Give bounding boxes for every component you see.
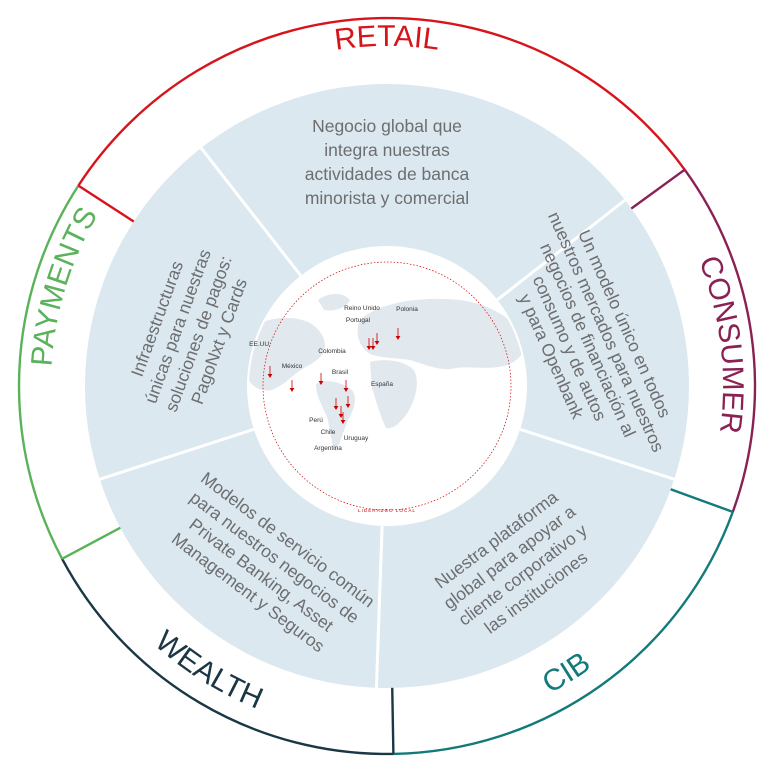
inner-divider-4 bbox=[374, 525, 384, 689]
retail-description-line: integra nuestras bbox=[324, 140, 450, 160]
country-label: Reino Unido bbox=[344, 305, 380, 312]
map-africa bbox=[370, 360, 417, 429]
country-marker: España bbox=[370, 338, 393, 388]
marker-pin-icon bbox=[333, 406, 339, 410]
marker-pin-icon bbox=[318, 381, 324, 385]
country-marker: Argentina bbox=[314, 412, 346, 452]
retail-description: Negocio global que integra nuestras activi… bbox=[305, 116, 470, 208]
consumer-label: CONSUMER bbox=[692, 252, 749, 436]
globe: LIDERAZGO LOCAL EE.UU. México ColombiaBras… bbox=[247, 246, 527, 526]
wealth-ring-divider bbox=[391, 685, 395, 754]
cib-label: CIB bbox=[537, 646, 596, 700]
marker-pin-icon bbox=[343, 388, 349, 392]
payments-ring-divider bbox=[61, 525, 123, 560]
map-greenland bbox=[318, 294, 350, 311]
country-label: Colombia bbox=[318, 348, 346, 355]
retail-ring-divider bbox=[77, 184, 137, 224]
country-label: Polonia bbox=[396, 306, 418, 313]
retail-description-line: minorista y comercial bbox=[305, 188, 469, 208]
country-label: Portugal bbox=[346, 317, 371, 324]
country-marker: Uruguay bbox=[344, 396, 369, 442]
marker-pin-icon bbox=[366, 346, 372, 350]
marker-pin-icon bbox=[370, 346, 376, 350]
country-marker: Reino Unido bbox=[344, 305, 380, 345]
country-marker: México bbox=[282, 363, 303, 392]
cib-ring-arc bbox=[393, 511, 734, 756]
globe-banner: LIDERAZGO LOCAL bbox=[358, 508, 416, 513]
cib-ring-divider bbox=[668, 487, 734, 514]
country-marker: Brasil bbox=[332, 369, 349, 392]
marker-pin-icon bbox=[395, 336, 401, 340]
map-eurasia bbox=[357, 298, 525, 370]
country-label: Brasil bbox=[332, 369, 349, 376]
country-label: España bbox=[371, 381, 393, 388]
map-south-america bbox=[316, 381, 355, 452]
inner-divider-3 bbox=[519, 427, 676, 482]
marker-pin-icon bbox=[340, 420, 346, 424]
marker-pin-icon bbox=[338, 414, 344, 418]
map-north-america bbox=[249, 317, 325, 391]
marker-pin-icon bbox=[289, 388, 295, 392]
retail-description-line: Negocio global que bbox=[312, 116, 462, 136]
world-map bbox=[249, 294, 525, 452]
consumer-ring-divider bbox=[628, 168, 686, 211]
country-marker: Colombia bbox=[318, 348, 346, 385]
inner-divider-1 bbox=[199, 146, 302, 277]
country-label: Uruguay bbox=[344, 435, 369, 442]
country-markers: EE.UU. México ColombiaBrasilPerúChileUrugu… bbox=[249, 305, 418, 452]
retail-ring-arc bbox=[77, 16, 686, 187]
country-label: EE.UU. bbox=[249, 341, 271, 348]
wealth-ring-arc bbox=[61, 558, 394, 756]
marker-pin-icon bbox=[374, 341, 380, 345]
country-label: Perú bbox=[309, 417, 323, 424]
marker-pin-icon bbox=[345, 404, 351, 408]
outer-ring bbox=[17, 16, 757, 756]
country-marker: EE.UU. bbox=[249, 341, 273, 378]
marker-pin-icon bbox=[267, 374, 273, 378]
country-marker: Polonia bbox=[395, 306, 418, 340]
inner-divider-2 bbox=[496, 198, 627, 301]
country-marker: Chile bbox=[321, 406, 344, 436]
country-label: Argentina bbox=[314, 445, 342, 452]
country-marker: Perú bbox=[309, 398, 339, 424]
consumer-ring-arc bbox=[683, 168, 757, 513]
country-marker: Portugal bbox=[346, 317, 372, 350]
inner-divider-5 bbox=[98, 427, 255, 482]
retail-description-line: actividades de banca bbox=[305, 164, 470, 184]
leadership-dotted-ring bbox=[262, 261, 512, 511]
country-label: Chile bbox=[321, 429, 336, 436]
retail-label: RETAIL bbox=[333, 20, 442, 57]
payments-ring-arc bbox=[17, 184, 80, 560]
country-label: México bbox=[282, 363, 303, 370]
